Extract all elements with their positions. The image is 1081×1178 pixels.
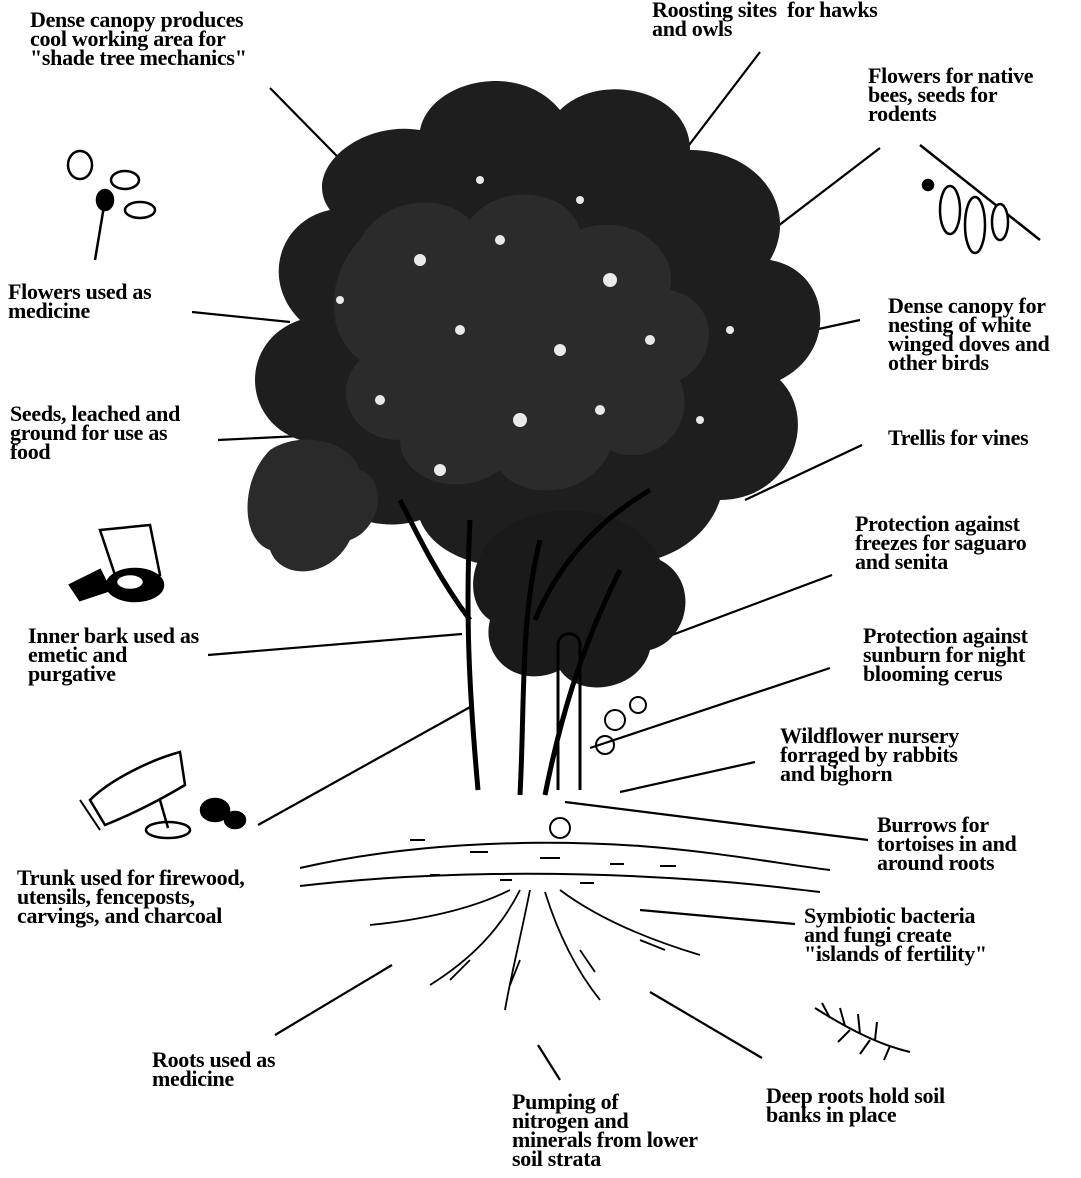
leader-symbiotic xyxy=(640,910,795,924)
label-inner-bark: Inner bark used as emetic and purgative xyxy=(28,626,199,683)
label-deep-roots: Deep roots hold soil banks in place xyxy=(766,1086,945,1124)
label-trellis: Trellis for vines xyxy=(888,428,1028,447)
label-nesting-doves: Dense canopy for nesting of white winged… xyxy=(888,296,1049,372)
label-symbiotic: Symbiotic bacteria and fungi create "isl… xyxy=(804,906,987,963)
leader-wildflower xyxy=(620,762,755,792)
label-freeze-protection: Protection against freezes for saguaro a… xyxy=(855,514,1026,571)
label-roosting: Roosting sites for hawks and owls xyxy=(652,0,878,38)
label-burrows: Burrows for tortoises in and around root… xyxy=(877,815,1016,872)
leader-seeds-food xyxy=(218,436,300,440)
label-flowers-medicine: Flowers used as medicine xyxy=(8,282,151,320)
leader-burrows xyxy=(565,802,868,840)
label-trunk-uses: Trunk used for firewood, utensils, fence… xyxy=(17,868,245,925)
leader-inner-bark xyxy=(208,634,462,655)
label-seeds-food: Seeds, leached and ground for use as foo… xyxy=(10,404,180,461)
bark-roll-icon xyxy=(70,525,163,601)
wood-utensils-icon xyxy=(80,752,245,838)
leader-roots-medicine xyxy=(275,965,392,1035)
ground-and-soil xyxy=(300,840,830,892)
label-native-bees: Flowers for native bees, seeds for roden… xyxy=(868,66,1033,123)
flower-sprig-icon xyxy=(68,151,155,260)
label-roots-medicine: Roots used as medicine xyxy=(152,1050,275,1088)
tree-canopy xyxy=(248,81,821,687)
root-fragment-icon xyxy=(815,1003,910,1060)
leader-deep-roots xyxy=(650,992,762,1058)
label-pumping: Pumping of nitrogen and minerals from lo… xyxy=(512,1092,698,1168)
label-sunburn-protection: Protection against sunburn for night blo… xyxy=(863,626,1028,683)
leader-flowers-medicine xyxy=(192,312,290,322)
seed-pod-icon xyxy=(920,145,1040,253)
leader-trunk xyxy=(258,706,472,825)
label-shade-mechanics: Dense canopy produces cool working area … xyxy=(30,10,247,67)
leader-pumping xyxy=(538,1045,560,1080)
label-wildflower-nursery: Wildflower nursery forraged by rabbits a… xyxy=(780,726,959,783)
